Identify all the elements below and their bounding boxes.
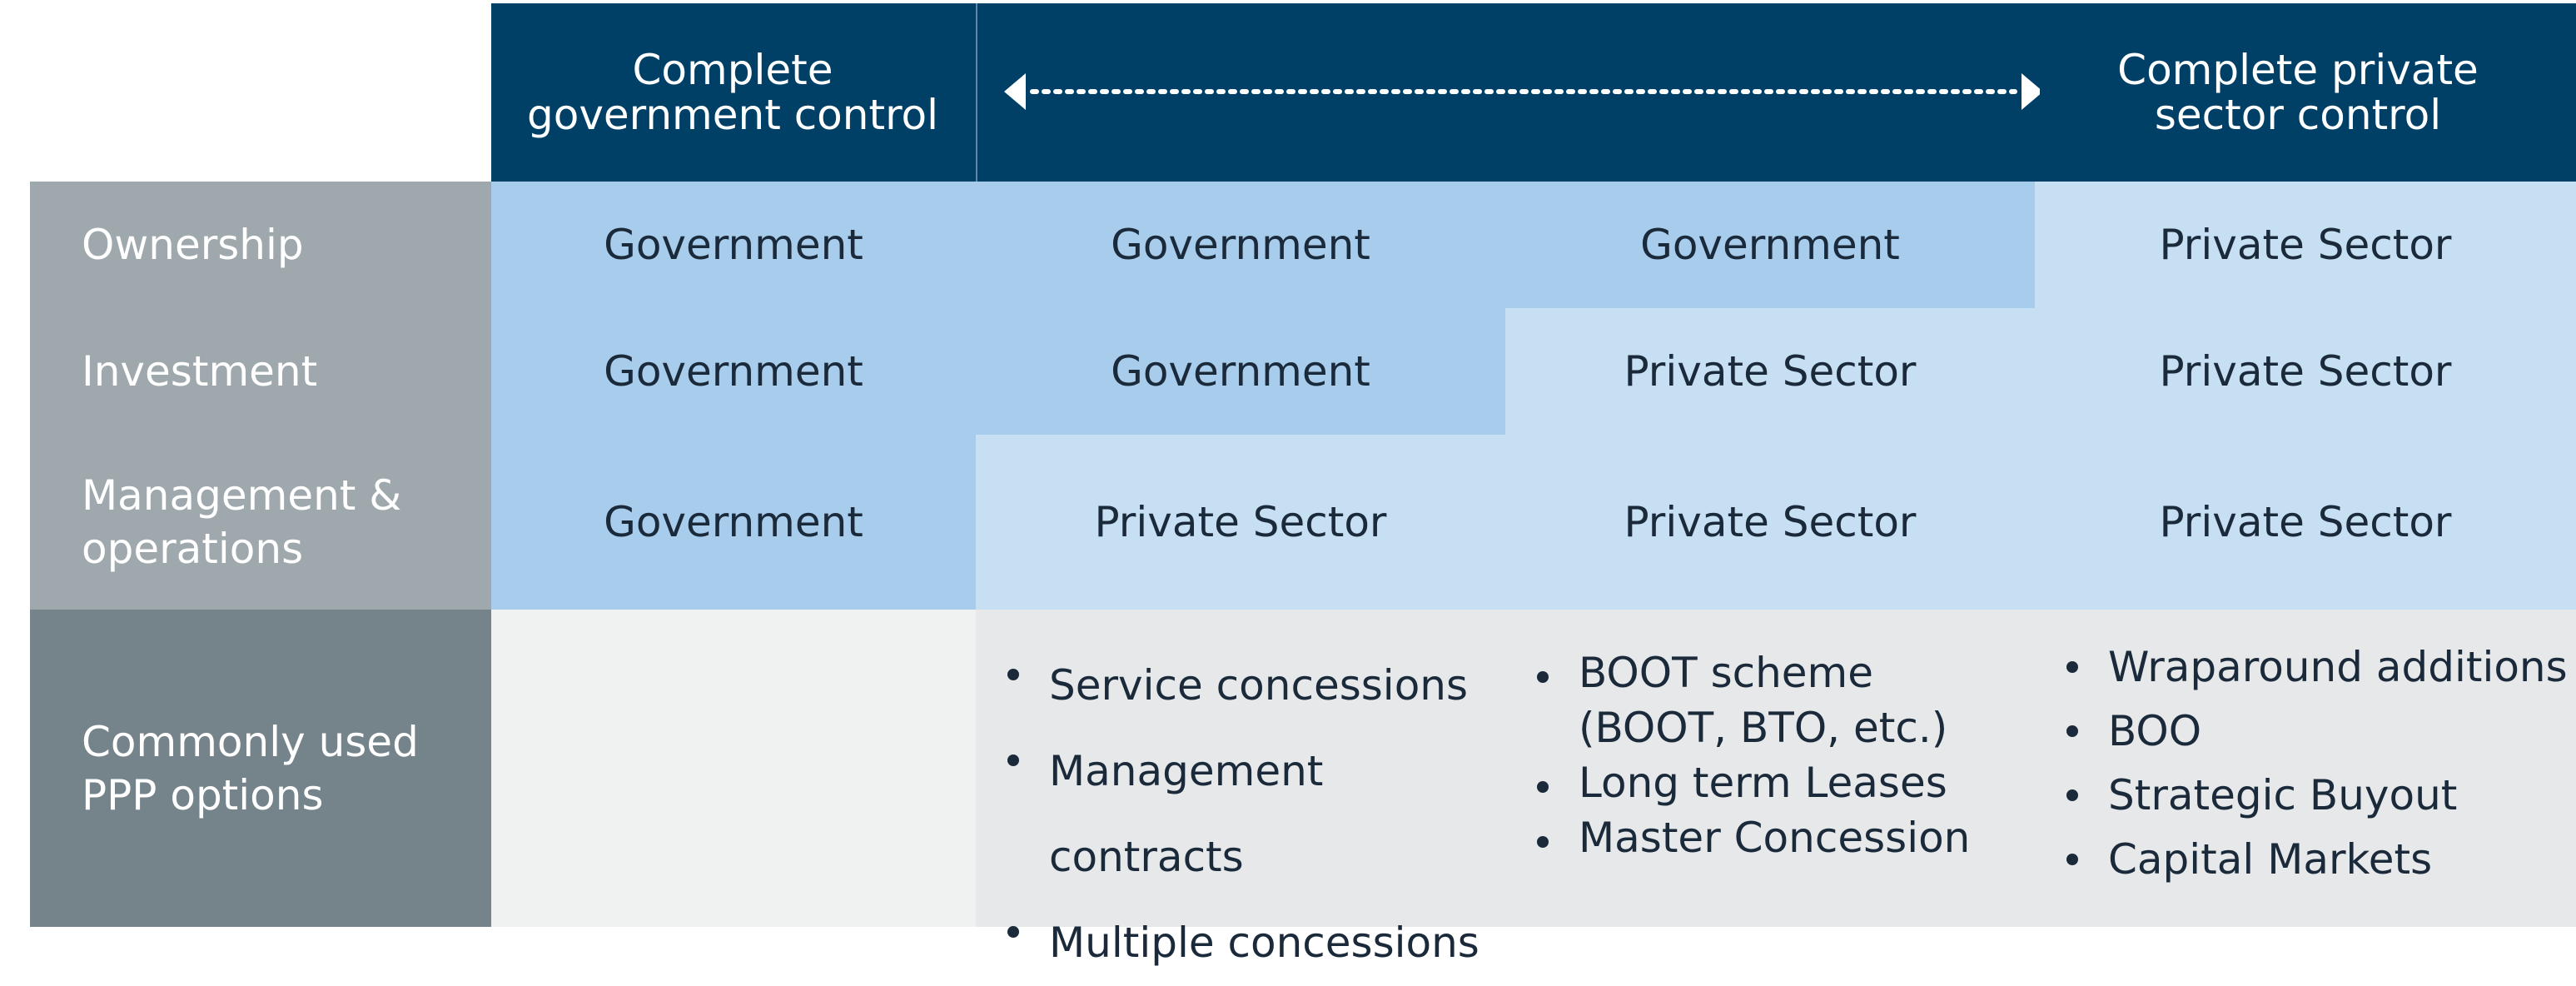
list-item: Strategic Buyout <box>2058 764 2576 828</box>
header-left-line2: government control <box>526 91 939 139</box>
list-item: Service concessions <box>999 643 1507 729</box>
row-label-management: Management & operations <box>82 471 402 573</box>
list-item: Long term Leases <box>1529 755 2036 810</box>
list-item: Capital Markets <box>2058 828 2576 892</box>
options-panel <box>976 610 2576 927</box>
row-label-panel <box>30 182 491 610</box>
double-arrow-icon <box>1004 73 2043 110</box>
cell-management-2: Private Sector <box>976 435 1505 610</box>
row-label-ownership: Ownership <box>82 221 304 269</box>
cell-ownership-3: Government <box>1505 182 2035 308</box>
row-label-ppp-options: Commonly used PPP options <box>30 610 491 927</box>
cell-ownership-2: Government <box>976 182 1505 308</box>
list-item: Wraparound additions <box>2058 635 2576 700</box>
cell-management-4: Private Sector <box>2035 435 2576 610</box>
header-government-control: Complete government control <box>491 3 974 182</box>
options-empty-cell <box>491 610 976 927</box>
list-item: BOO <box>2058 700 2576 764</box>
row-label-investment: Investment <box>82 347 318 396</box>
cell-investment-1: Government <box>491 308 976 435</box>
cell-ownership-1: Government <box>491 182 976 308</box>
list-item: Multiple concessions <box>999 900 1507 986</box>
header-private-control: Complete private sector control <box>2040 3 2556 182</box>
cell-investment-3: Private Sector <box>1505 308 2035 435</box>
options-list-col3: BOOT scheme (BOOT, BTO, etc.) Long term … <box>1529 645 2036 865</box>
header-left-line1: Complete <box>632 46 833 94</box>
list-item: BOOT scheme (BOOT, BTO, etc.) <box>1529 645 2036 755</box>
list-item: Master Concession <box>1529 810 2036 865</box>
cell-management-3: Private Sector <box>1505 435 2035 610</box>
options-list-col4: Wraparound additions BOO Strategic Buyou… <box>2058 635 2576 892</box>
options-list-col2: Service concessions Management contracts… <box>999 643 1507 986</box>
cell-investment-4: Private Sector <box>2035 308 2576 435</box>
header-right-line2: sector control <box>2154 91 2442 139</box>
cell-investment-2: Government <box>976 308 1505 435</box>
list-item: Management contracts <box>999 729 1507 900</box>
cell-management-1: Government <box>491 435 976 610</box>
header-right-line1: Complete private <box>2117 46 2479 94</box>
cell-ownership-4: Private Sector <box>2035 182 2576 308</box>
header-divider <box>976 3 977 182</box>
